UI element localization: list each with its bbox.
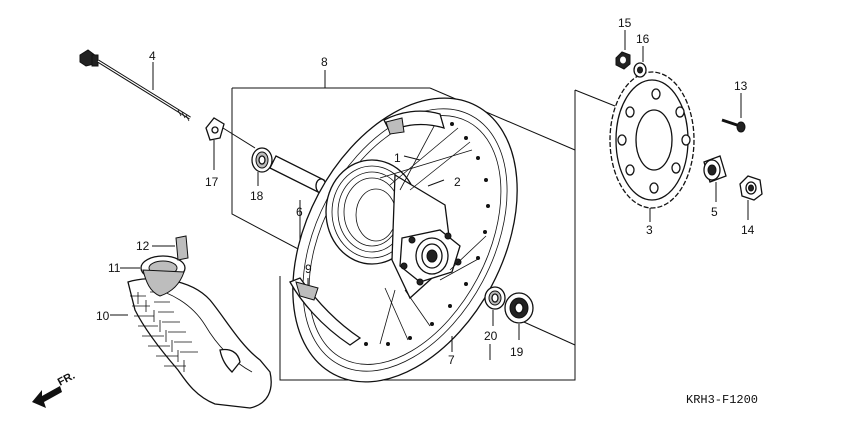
- dust-seal-part: [251, 147, 273, 186]
- callout-2: 2: [454, 175, 461, 189]
- direction-label: FR.: [56, 370, 77, 389]
- callout-5: 5: [711, 205, 718, 219]
- callout-20: 20: [484, 329, 498, 343]
- wheel-assembly-part: [292, 97, 518, 383]
- nut-15-part: [615, 30, 631, 70]
- callout-15: 15: [618, 16, 632, 30]
- callout-19: 19: [510, 345, 524, 359]
- callout-8: 8: [321, 55, 328, 69]
- callout-14: 14: [741, 223, 755, 237]
- diagram-code: KRH3-F1200: [686, 393, 758, 407]
- nut-14-part: [739, 175, 763, 220]
- callout-17: 17: [205, 175, 219, 189]
- callouts: 1 2 3 4 5 6 7 8 9 10 11 12 13 14 15 16 1…: [96, 16, 755, 367]
- callout-13: 13: [734, 79, 748, 93]
- bolt-13-part: [721, 93, 746, 133]
- callout-6: 6: [296, 205, 303, 219]
- bearing-19-part: [504, 292, 534, 340]
- valve-12-part: [152, 235, 189, 261]
- callout-9: 9: [305, 262, 312, 276]
- callout-3: 3: [646, 223, 653, 237]
- rim-band-part: [289, 110, 445, 346]
- collar-5-part: [703, 155, 727, 202]
- tire-part: [110, 277, 272, 409]
- adjuster-plate-part: [205, 117, 256, 170]
- callout-1: 1: [394, 151, 401, 165]
- inner-tube-part: [120, 255, 186, 297]
- axle-part: [79, 49, 191, 122]
- bearing-20-part: [484, 286, 506, 360]
- callout-12: 12: [136, 239, 150, 253]
- callout-4: 4: [149, 49, 156, 63]
- callout-18: 18: [250, 189, 264, 203]
- callout-10: 10: [96, 309, 110, 323]
- front-direction-arrow: FR.: [32, 370, 77, 408]
- callout-11: 11: [108, 261, 121, 275]
- sprocket-part: [609, 71, 695, 222]
- callout-16: 16: [636, 32, 650, 46]
- callout-7: 7: [448, 353, 455, 367]
- washer-16-part: [633, 46, 647, 78]
